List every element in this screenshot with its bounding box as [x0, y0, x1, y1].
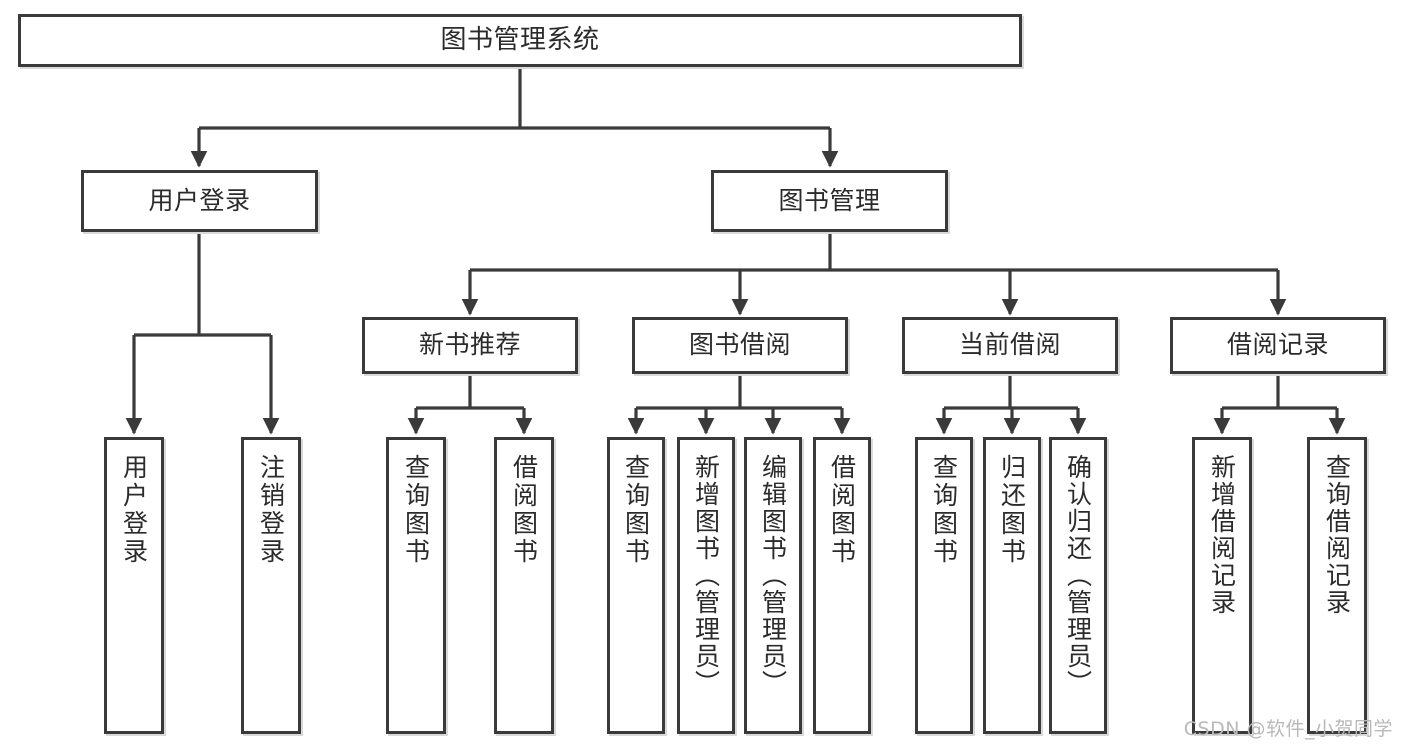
leaf-query-borrow-record-label: 查询借阅记录	[1322, 454, 1352, 616]
node-root-label: 图书管理系统	[440, 24, 600, 55]
node-current-borrow[interactable]: 当前借阅	[902, 317, 1118, 374]
node-book-manage[interactable]: 图书管理	[711, 170, 948, 232]
leaf-add-borrow-record-label: 新增借阅记录	[1207, 454, 1237, 616]
leaf-borrow-book-recommend-label: 借阅图书	[509, 454, 539, 566]
leaf-query-book-borrow-label: 查询图书	[621, 454, 651, 566]
leaf-add-borrow-record[interactable]: 新增借阅记录	[1192, 437, 1252, 734]
leaf-user-login[interactable]: 用户登录	[104, 437, 164, 734]
leaf-return-book-label: 归还图书	[997, 454, 1027, 566]
node-book-borrow-label: 图书借阅	[688, 330, 791, 360]
node-borrow-record-label: 借阅记录	[1226, 330, 1329, 360]
leaf-user-login-label: 用户登录	[119, 454, 149, 566]
node-borrow-record[interactable]: 借阅记录	[1170, 317, 1386, 374]
leaf-logout[interactable]: 注销登录	[241, 437, 301, 734]
node-current-borrow-label: 当前借阅	[958, 330, 1061, 360]
leaf-query-book-current-label: 查询图书	[929, 454, 959, 566]
leaf-edit-book-admin[interactable]: 编辑图书（管理员）	[744, 437, 802, 734]
node-new-book-recommend-label: 新书推荐	[418, 330, 521, 360]
leaf-edit-book-admin-label: 编辑图书（管理员）	[758, 454, 788, 697]
leaf-add-book-admin-label: 新增图书（管理员）	[691, 454, 721, 697]
node-user-login[interactable]: 用户登录	[81, 170, 318, 232]
leaf-query-book-borrow[interactable]: 查询图书	[607, 437, 665, 734]
node-book-borrow[interactable]: 图书借阅	[632, 317, 848, 374]
leaf-return-book[interactable]: 归还图书	[983, 437, 1041, 734]
leaf-query-book-current[interactable]: 查询图书	[915, 437, 973, 734]
leaf-query-book-recommend[interactable]: 查询图书	[386, 437, 446, 734]
node-new-book-recommend[interactable]: 新书推荐	[362, 317, 578, 374]
leaf-logout-label: 注销登录	[256, 454, 286, 566]
csdn-watermark: CSDN @软件_小贺同学	[1183, 718, 1393, 740]
leaf-borrow-book[interactable]: 借阅图书	[813, 437, 871, 734]
leaf-confirm-return-admin-label: 确认归还（管理员）	[1063, 454, 1093, 697]
leaf-confirm-return-admin[interactable]: 确认归还（管理员）	[1049, 437, 1107, 734]
leaf-query-book-recommend-label: 查询图书	[401, 454, 431, 566]
leaf-add-book-admin[interactable]: 新增图书（管理员）	[677, 437, 735, 734]
node-user-login-label: 用户登录	[148, 185, 251, 215]
node-book-manage-label: 图书管理	[778, 185, 881, 215]
leaf-borrow-book-recommend[interactable]: 借阅图书	[494, 437, 554, 734]
leaf-query-borrow-record[interactable]: 查询借阅记录	[1307, 437, 1367, 734]
node-root[interactable]: 图书管理系统	[18, 14, 1022, 67]
leaf-borrow-book-label: 借阅图书	[827, 454, 857, 566]
